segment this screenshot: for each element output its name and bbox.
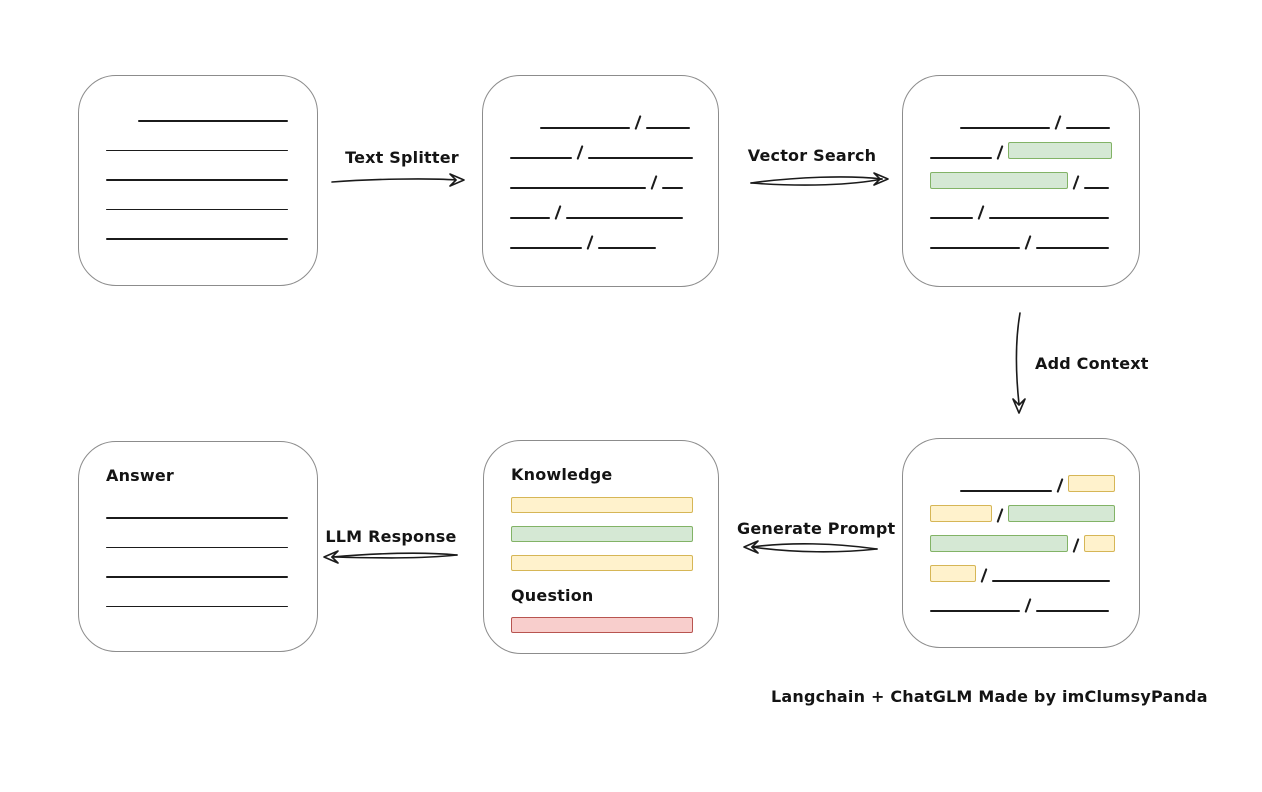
text-line: [106, 517, 288, 519]
text-line: [646, 127, 690, 129]
chunk-rows: [483, 76, 718, 250]
knowledge-chunk-yellow-1: [511, 497, 693, 513]
yellow-chunk: [1084, 535, 1115, 552]
text-splitter-arrow: [331, 173, 465, 187]
text-line: [588, 157, 693, 159]
text-line: [510, 247, 582, 249]
text-line: [960, 127, 1050, 129]
green-chunk: [930, 535, 1068, 552]
generate-prompt-arrow: [743, 540, 878, 554]
separator-slash: [576, 145, 584, 160]
text-line: [510, 157, 572, 159]
text-line: [930, 157, 992, 159]
generate-prompt-label: Generate Prompt: [737, 519, 896, 538]
answer-box: Answer: [78, 441, 318, 652]
add-context-arrow: [1012, 312, 1026, 414]
text-line: [106, 179, 288, 181]
text-line: [106, 208, 288, 211]
prompt-box: Knowledge Question: [483, 440, 719, 654]
separator-slash: [634, 115, 642, 130]
text-line: [930, 610, 1020, 612]
text-splitter-label: Text Splitter: [345, 148, 459, 167]
question-label: Question: [511, 586, 594, 605]
text-line: [930, 217, 973, 219]
chunk-row: [510, 129, 718, 160]
answer-lines: [106, 517, 290, 608]
text-line: [106, 546, 288, 549]
separator-slash: [554, 205, 562, 220]
text-line: [1036, 610, 1109, 612]
chunk-row: [930, 582, 1139, 613]
text-line: [566, 217, 683, 219]
yellow-chunk: [930, 505, 992, 522]
text-line: [106, 576, 288, 578]
text-line: [1066, 127, 1110, 129]
chunk-row: [510, 219, 718, 250]
document-lines: [79, 76, 317, 240]
vector-search-results-box: [902, 75, 1140, 287]
chunk-row: [930, 189, 1139, 220]
text-line: [510, 217, 550, 219]
knowledge-chunk-green: [511, 526, 693, 542]
green-chunk: [930, 172, 1068, 189]
separator-slash: [1054, 115, 1062, 130]
yellow-chunk: [930, 565, 976, 582]
chunk-row: [930, 219, 1139, 250]
text-line: [1084, 187, 1109, 189]
chunk-row: [510, 99, 718, 130]
separator-slash: [980, 568, 988, 583]
knowledge-chunk-yellow-2: [511, 555, 693, 571]
chunk-row: [930, 492, 1139, 523]
context-chunks-box: [902, 438, 1140, 648]
chunk-row: [930, 99, 1139, 130]
text-line: [598, 247, 656, 249]
chunk-row: [930, 129, 1139, 160]
separator-slash: [1056, 478, 1064, 493]
separator-slash: [1024, 598, 1032, 613]
text-line: [960, 490, 1052, 492]
diagram-caption: Langchain + ChatGLM Made by imClumsyPand…: [771, 687, 1208, 706]
chunk-row: [930, 522, 1139, 553]
text-line: [989, 217, 1109, 219]
text-line: [992, 580, 1110, 582]
context-rows: [903, 439, 1139, 613]
chunk-row: [510, 159, 718, 190]
llm-response-arrow: [323, 550, 458, 564]
chunk-row: [930, 159, 1139, 190]
chunk-row: [510, 189, 718, 220]
separator-slash: [1072, 538, 1080, 553]
answer-label: Answer: [106, 466, 175, 485]
knowledge-label: Knowledge: [511, 465, 613, 484]
vector-search-label: Vector Search: [747, 146, 877, 165]
text-line: [1036, 247, 1109, 249]
separator-slash: [650, 175, 658, 190]
text-line: [106, 238, 288, 240]
text-line: [540, 127, 630, 129]
separator-slash: [996, 508, 1004, 523]
text-line: [138, 120, 288, 122]
separator-slash: [1072, 175, 1080, 190]
split-chunks-box: [482, 75, 719, 287]
search-result-rows: [903, 76, 1139, 250]
text-line: [106, 605, 288, 608]
add-context-label: Add Context: [1035, 354, 1149, 373]
separator-slash: [977, 205, 985, 220]
green-chunk: [1008, 142, 1112, 159]
source-document-box: [78, 75, 318, 286]
chunk-row: [930, 552, 1139, 583]
llm-response-label: LLM Response: [325, 527, 457, 546]
text-line: [662, 187, 683, 189]
separator-slash: [586, 235, 594, 250]
chunk-row: [930, 462, 1139, 493]
text-line: [510, 187, 646, 189]
yellow-chunk: [1068, 475, 1115, 492]
text-line: [106, 149, 288, 152]
question-chunk-red: [511, 617, 693, 633]
green-chunk: [1008, 505, 1115, 522]
separator-slash: [1024, 235, 1032, 250]
separator-slash: [996, 145, 1004, 160]
text-line: [930, 247, 1020, 249]
vector-search-arrow: [750, 172, 889, 186]
